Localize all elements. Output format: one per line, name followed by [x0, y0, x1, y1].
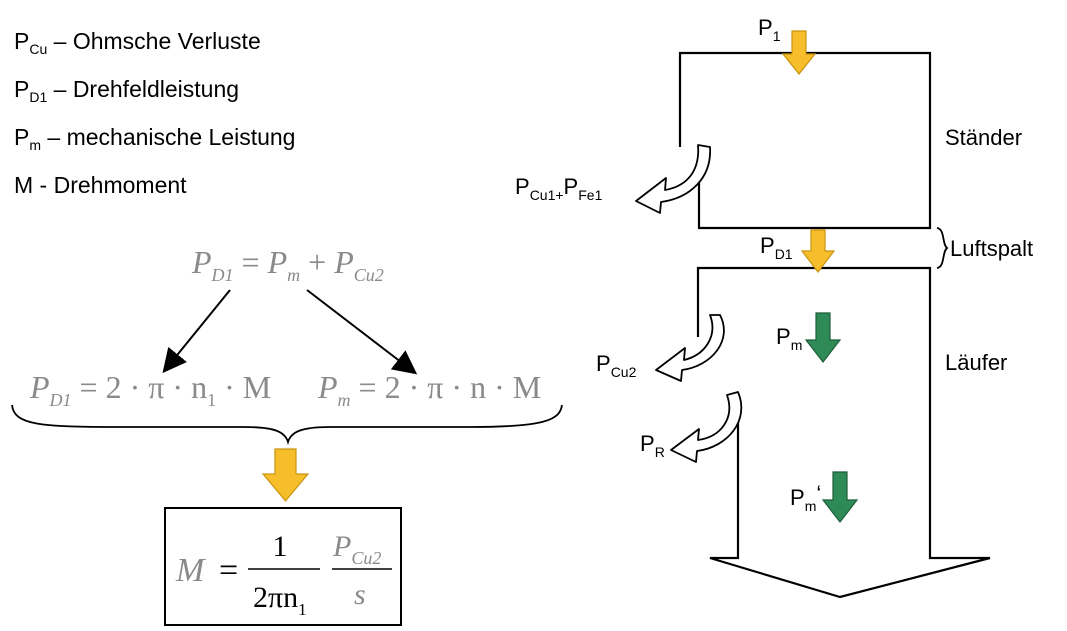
- pm-arrow: [804, 312, 842, 363]
- legend-item-pd1: PD1 – Drehfeldleistung: [14, 76, 240, 105]
- label-pm: Pm: [776, 324, 802, 353]
- legend-item-pcu: PCu – Ohmsche Verluste: [14, 28, 261, 57]
- yellow-arrow-to-result: [261, 448, 310, 502]
- label-staender: Ständer: [945, 125, 1022, 150]
- label-pcu2: PCu2: [596, 351, 637, 380]
- result-num: 1: [273, 530, 288, 563]
- label-laeufer: Läufer: [945, 350, 1007, 375]
- loss-arrow-pr: [670, 391, 743, 463]
- result-box: [164, 507, 402, 626]
- result-num2: PCu2: [332, 530, 381, 568]
- staender-outline: [678, 51, 932, 230]
- result-lhs: M: [175, 552, 206, 589]
- label-p1: P1: [758, 15, 781, 44]
- loss-arrow-pcu2: [655, 314, 725, 382]
- legend-item-m: M - Drehmoment: [14, 172, 187, 198]
- legend-item-pm: Pm – mechanische Leistung: [14, 124, 296, 153]
- result-den2: s: [354, 578, 366, 611]
- pm2-arrow: [821, 471, 859, 523]
- label-luftspalt: Luftspalt: [950, 236, 1033, 261]
- combining-brace: [11, 404, 563, 446]
- arrow-to-left-equation: [162, 289, 231, 374]
- label-pr: PR: [640, 431, 665, 460]
- label-pd1: PD1: [760, 233, 793, 262]
- p1-arrow: [781, 30, 817, 75]
- pd1-arrow: [800, 229, 836, 273]
- equation-top: PD1 = Pm + PCu2: [191, 244, 384, 285]
- loss-arrow-staender: [635, 144, 711, 214]
- result-den: 2πn1: [253, 581, 307, 619]
- label-loss-cu1-fe1: PCu1+PFe1: [515, 174, 603, 203]
- equation-left: PD1 = 2 · π · n1 · M: [29, 369, 271, 410]
- laeufer-outline: [696, 266, 991, 599]
- result-eq: =: [219, 552, 238, 589]
- arrow-to-right-equation: [306, 289, 418, 375]
- equation-right: Pm = 2 · π · n · M: [317, 369, 541, 410]
- label-pm-prime: Pm‘: [790, 481, 821, 514]
- luftspalt-brace: [936, 227, 949, 269]
